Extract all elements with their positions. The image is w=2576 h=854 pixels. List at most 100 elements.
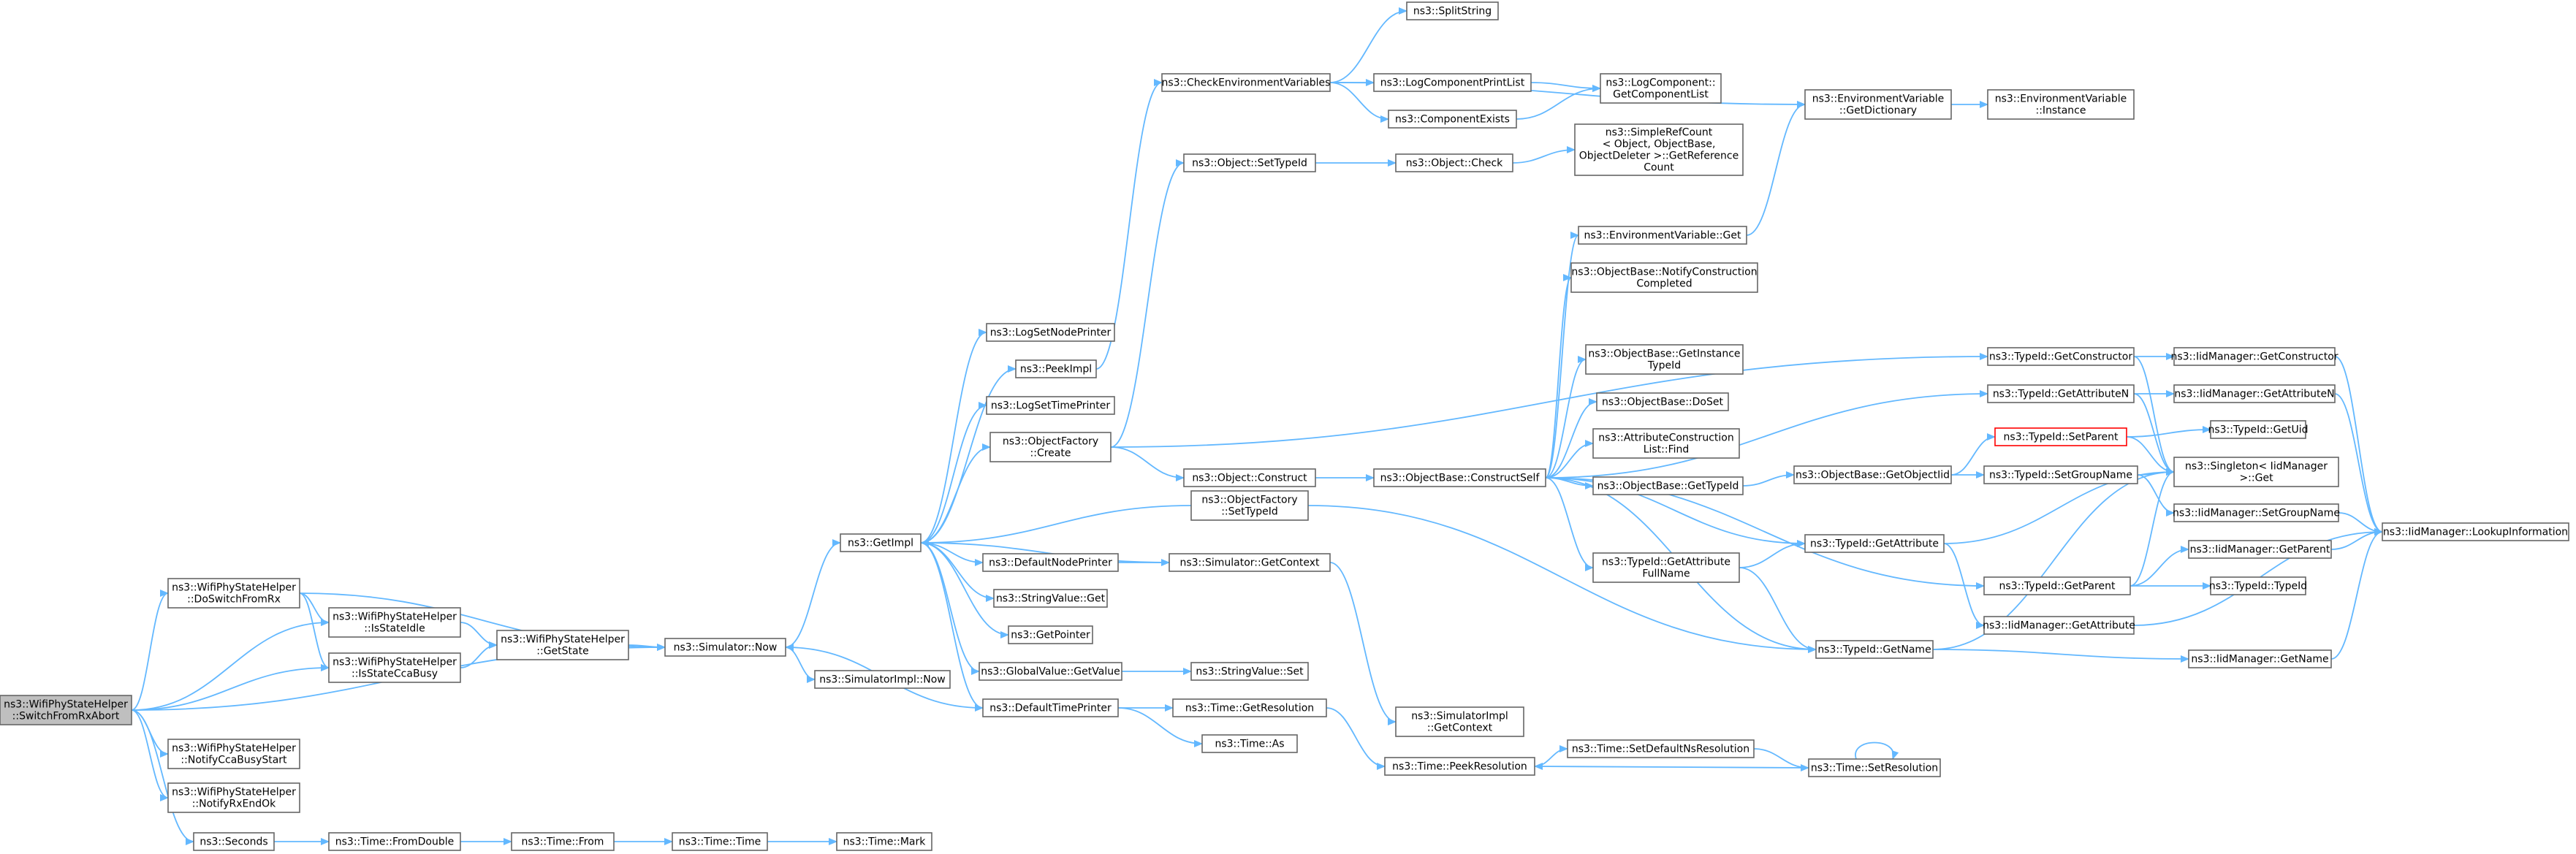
node-box[interactable]: [1804, 534, 1945, 553]
graph-node-n59[interactable]: ns3::Time::SetDefaultNsResolution: [1567, 739, 1755, 758]
node-box[interactable]: [664, 638, 786, 657]
node-box[interactable]: [328, 607, 461, 638]
node-box[interactable]: [167, 578, 300, 609]
node-box[interactable]: [511, 832, 615, 851]
graph-node-n18[interactable]: ns3::ObjectFactory::Create: [989, 432, 1112, 462]
node-box[interactable]: [979, 662, 1122, 681]
graph-node-n8[interactable]: ns3::WifiPhyStateHelper::NotifyCcaBusySt…: [167, 739, 300, 769]
graph-node-n25[interactable]: ns3::Simulator::GetContext: [1169, 553, 1331, 572]
node-box[interactable]: [1808, 758, 1941, 777]
node-box[interactable]: [496, 630, 629, 660]
node-box[interactable]: [1395, 153, 1513, 172]
node-box[interactable]: [1983, 576, 2131, 595]
node-box[interactable]: [193, 832, 275, 851]
node-box[interactable]: [1567, 739, 1755, 758]
graph-node-n41[interactable]: ns3::Object::Construct: [1183, 468, 1316, 487]
graph-node-n64[interactable]: ns3::Singleton< IidManager>::Get: [2173, 457, 2339, 487]
node-box[interactable]: [0, 695, 132, 725]
graph-node-n50[interactable]: ns3::ObjectBase::GetObjectIid: [1793, 465, 1952, 484]
node-box[interactable]: [1804, 89, 1952, 120]
graph-node-n13[interactable]: ns3::Time::Time: [672, 832, 768, 851]
node-box[interactable]: [328, 652, 461, 683]
graph-node-n23[interactable]: ns3::DefaultTimePrinter: [982, 698, 1119, 717]
node-box[interactable]: [986, 323, 1115, 342]
graph-node-n52[interactable]: ns3::TypeId::GetName: [1815, 640, 1934, 659]
graph-node-n7[interactable]: ns3::SimulatorImpl::Now: [814, 670, 951, 689]
node-box[interactable]: [1395, 706, 1524, 737]
graph-node-n65[interactable]: ns3::IidManager::SetGroupName: [2173, 503, 2340, 522]
node-box[interactable]: [1987, 384, 2135, 403]
graph-node-n44[interactable]: ns3::ObjectBase::NotifyConstructionCompl…: [1570, 262, 1758, 293]
graph-node-n63[interactable]: ns3::TypeId::GetUid: [2208, 420, 2309, 439]
graph-node-n30[interactable]: ns3::Time::PeekResolution: [1384, 757, 1535, 776]
graph-node-n34[interactable]: ns3::ComponentExists: [1388, 110, 1517, 129]
graph-node-n68[interactable]: ns3::IidManager::GetName: [2188, 649, 2332, 668]
graph-node-n53[interactable]: ns3::TypeId::GetConstructor: [1987, 347, 2135, 366]
node-box[interactable]: [1201, 734, 1298, 753]
node-box[interactable]: [840, 533, 922, 552]
graph-node-n2[interactable]: ns3::WifiPhyStateHelper::IsStateIdle: [328, 607, 461, 638]
graph-node-n35[interactable]: ns3::LogComponent::GetComponentList: [1600, 73, 1722, 104]
graph-node-n66[interactable]: ns3::IidManager::GetParent: [2188, 540, 2332, 559]
graph-node-n31[interactable]: ns3::CheckEnvironmentVariables: [1161, 73, 1331, 92]
node-box[interactable]: [1596, 392, 1729, 411]
graph-node-n15[interactable]: ns3::LogSetNodePrinter: [986, 323, 1115, 342]
graph-node-n9[interactable]: ns3::WifiPhyStateHelper::NotifyRxEndOk: [167, 782, 300, 813]
graph-node-n4[interactable]: ns3::WifiPhyStateHelper::GetState: [496, 630, 629, 660]
graph-node-n22[interactable]: ns3::GlobalValue::GetValue: [979, 662, 1122, 681]
node-box[interactable]: [982, 698, 1119, 717]
node-box[interactable]: [1190, 662, 1309, 681]
node-box[interactable]: [1570, 262, 1758, 293]
node-box[interactable]: [1592, 428, 1740, 459]
graph-node-n11[interactable]: ns3::Time::FromDouble: [328, 832, 461, 851]
node-box[interactable]: [1015, 359, 1097, 378]
node-box[interactable]: [989, 432, 1112, 462]
graph-node-n1[interactable]: ns3::WifiPhyStateHelper::DoSwitchFromRx: [167, 578, 300, 609]
graph-node-n69[interactable]: ns3::IidManager::LookupInformation: [2382, 522, 2569, 541]
graph-node-n26[interactable]: ns3::StringValue::Set: [1190, 662, 1309, 681]
node-box[interactable]: [672, 832, 768, 851]
node-box[interactable]: [1987, 347, 2135, 366]
node-box[interactable]: [1592, 552, 1740, 583]
graph-node-n54[interactable]: ns3::TypeId::GetAttributeN: [1987, 384, 2135, 403]
node-box[interactable]: [1169, 553, 1331, 572]
node-box[interactable]: [2173, 457, 2339, 487]
graph-node-n39[interactable]: ns3::Object::Check: [1395, 153, 1513, 172]
node-box[interactable]: [1373, 73, 1532, 92]
graph-node-n20[interactable]: ns3::StringValue::Get: [993, 589, 1108, 608]
node-box[interactable]: [1983, 616, 2135, 635]
node-box[interactable]: [1161, 73, 1331, 92]
node-box[interactable]: [1987, 89, 2135, 120]
graph-node-n36[interactable]: ns3::EnvironmentVariable::GetDictionary: [1804, 89, 1952, 120]
graph-node-n48[interactable]: ns3::ObjectBase::GetTypeId: [1592, 476, 1744, 495]
node-box[interactable]: [2210, 576, 2306, 595]
node-box[interactable]: [1183, 468, 1316, 487]
graph-node-n10[interactable]: ns3::Seconds: [193, 832, 275, 851]
graph-node-n14[interactable]: ns3::Time::Mark: [836, 832, 932, 851]
node-box[interactable]: [1793, 465, 1952, 484]
graph-node-n32[interactable]: ns3::SplitString: [1406, 1, 1499, 20]
graph-node-n55[interactable]: ns3::TypeId::SetParent: [1994, 427, 2127, 446]
node-box[interactable]: [1183, 153, 1316, 172]
graph-node-n29[interactable]: ns3::SimulatorImpl::GetContext: [1395, 706, 1524, 737]
node-box[interactable]: [814, 670, 951, 689]
node-box[interactable]: [2173, 347, 2336, 366]
graph-node-n17[interactable]: ns3::LogSetTimePrinter: [986, 396, 1115, 415]
graph-node-n40[interactable]: ns3::SimpleRefCount< Object, ObjectBase,…: [1574, 123, 1744, 176]
node-box[interactable]: [2173, 384, 2336, 403]
graph-node-n24[interactable]: ns3::ObjectFactory::SetTypeId: [1190, 490, 1309, 521]
node-box[interactable]: [1406, 1, 1499, 20]
graph-node-n61[interactable]: ns3::IidManager::GetConstructor: [2170, 347, 2338, 366]
graph-node-n27[interactable]: ns3::Time::GetResolution: [1172, 698, 1327, 717]
node-box[interactable]: [836, 832, 932, 851]
graph-node-n16[interactable]: ns3::PeekImpl: [1015, 359, 1097, 378]
graph-node-n51[interactable]: ns3::TypeId::GetAttribute: [1804, 534, 1945, 553]
node-box[interactable]: [993, 589, 1108, 608]
node-box[interactable]: [1388, 110, 1517, 129]
graph-node-n0[interactable]: ns3::WifiPhyStateHelper::SwitchFromRxAbo…: [0, 695, 132, 725]
node-box[interactable]: [1008, 625, 1093, 644]
graph-node-n6[interactable]: ns3::GetImpl: [840, 533, 922, 552]
graph-node-n43[interactable]: ns3::EnvironmentVariable::Get: [1578, 226, 1747, 245]
